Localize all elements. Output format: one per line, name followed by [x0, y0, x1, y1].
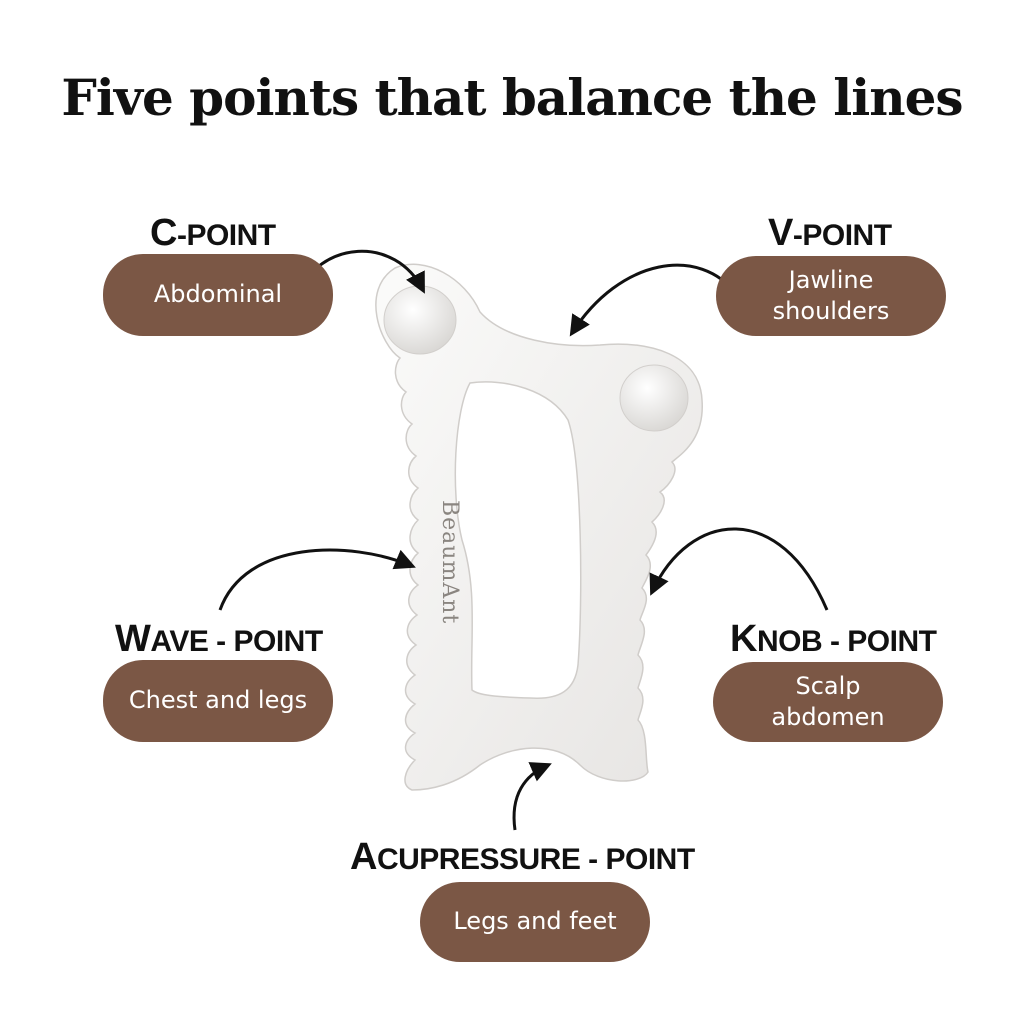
wave-point-uses-pill: Chest and legs	[103, 660, 333, 742]
c-point-knob	[383, 285, 457, 355]
wave-point-arrow	[218, 548, 416, 611]
c-point-uses-pill: Abdominal	[103, 254, 333, 336]
v-point-label: V-POINT	[768, 212, 892, 254]
knob-point-arrow	[649, 527, 829, 611]
c-point-label: C-POINT	[150, 212, 276, 254]
v-point-knob	[619, 364, 689, 432]
knob-point-label: KNOB - POINT	[730, 618, 937, 660]
wave-point-label: WAVE - POINT	[115, 618, 323, 660]
v-point-arrow	[569, 263, 739, 337]
acupressure-point-arrow	[512, 762, 552, 831]
v-point-uses-pill: Jawline shoulders	[716, 256, 946, 336]
acupressure-point-uses-pill: Legs and feet	[420, 882, 650, 962]
brand-logo: BeaumAnt	[437, 500, 462, 624]
knob-point-uses-pill: Scalp abdomen	[713, 662, 943, 742]
page-title: Five points that balance the lines	[61, 68, 963, 127]
acupressure-point-label: ACUPRESSURE - POINT	[350, 836, 695, 878]
